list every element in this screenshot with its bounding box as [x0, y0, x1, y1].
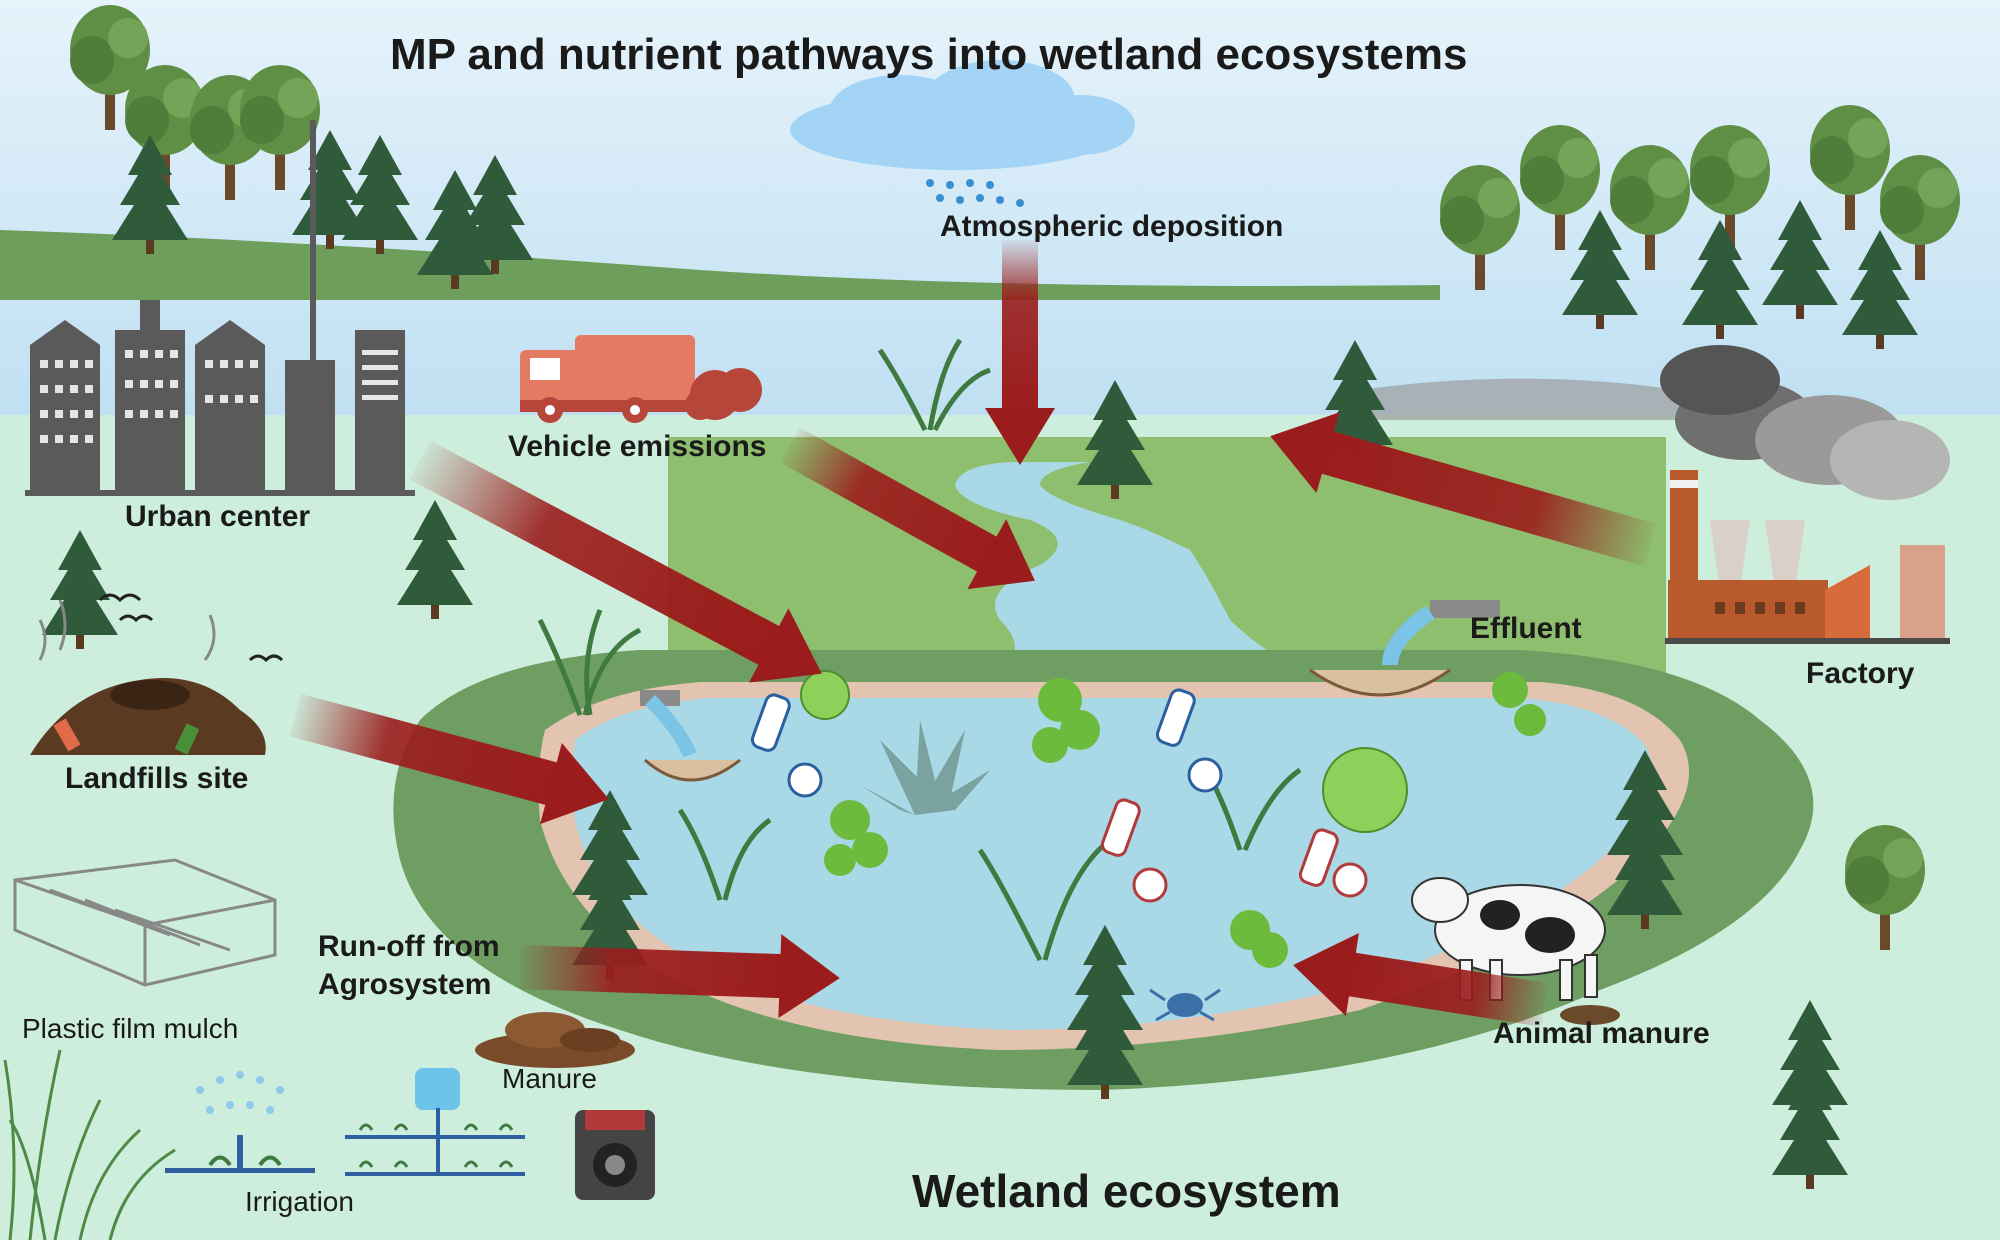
- sprinkler-icon: [165, 1071, 315, 1173]
- arrow-landfill: [289, 693, 609, 825]
- label-atmospheric-deposition: Atmospheric deposition: [940, 210, 1284, 243]
- algae-icon: [800, 670, 1546, 968]
- label-vehicle-emissions: Vehicle emissions: [508, 430, 767, 463]
- arrow-atmospheric: [985, 240, 1055, 465]
- building-icon: [25, 120, 415, 496]
- tractor-icon: [575, 1110, 655, 1200]
- label-urban-center: Urban center: [125, 500, 311, 533]
- drip-irrigation-icon: [345, 1068, 525, 1176]
- label-runoff-line2: Agrosystem: [318, 968, 492, 1001]
- arrow-runoff: [519, 934, 840, 1019]
- label-landfills-site: Landfills site: [65, 762, 249, 795]
- label-wetland-ecosystem: Wetland ecosystem: [912, 1165, 1341, 1217]
- factory-icon: [640, 345, 1950, 782]
- pathway-arrows: [289, 240, 1657, 1027]
- truck-icon: [520, 335, 762, 423]
- arrow-manure: [1293, 933, 1549, 1027]
- agave-plant: [860, 720, 990, 815]
- diagram-title: MP and nutrient pathways into wetland ec…: [390, 30, 1468, 79]
- label-manure: Manure: [502, 1063, 597, 1094]
- label-irrigation: Irrigation: [245, 1186, 354, 1217]
- label-factory: Factory: [1806, 657, 1915, 690]
- cloud-icon: [790, 60, 1135, 207]
- distant-hill: [0, 230, 1440, 300]
- landfill-icon: [30, 593, 284, 755]
- label-animal-manure: Animal manure: [1493, 1017, 1710, 1050]
- label-effluent: Effluent: [1470, 612, 1582, 645]
- arrow-effluent: [1270, 412, 1657, 567]
- grass: [3, 1049, 176, 1240]
- river: [955, 462, 1310, 675]
- manure-icon: [475, 1012, 635, 1068]
- microplastic-icon: [750, 688, 1368, 903]
- arrow-vehicle: [780, 427, 1035, 590]
- crab-icon: [1149, 988, 1221, 1022]
- arrow-urban: [409, 440, 822, 683]
- label-runoff-line1: Run-off from: [318, 930, 500, 963]
- greenhouse-icon: [13, 858, 277, 987]
- label-plastic-film-mulch: Plastic film mulch: [22, 1013, 239, 1044]
